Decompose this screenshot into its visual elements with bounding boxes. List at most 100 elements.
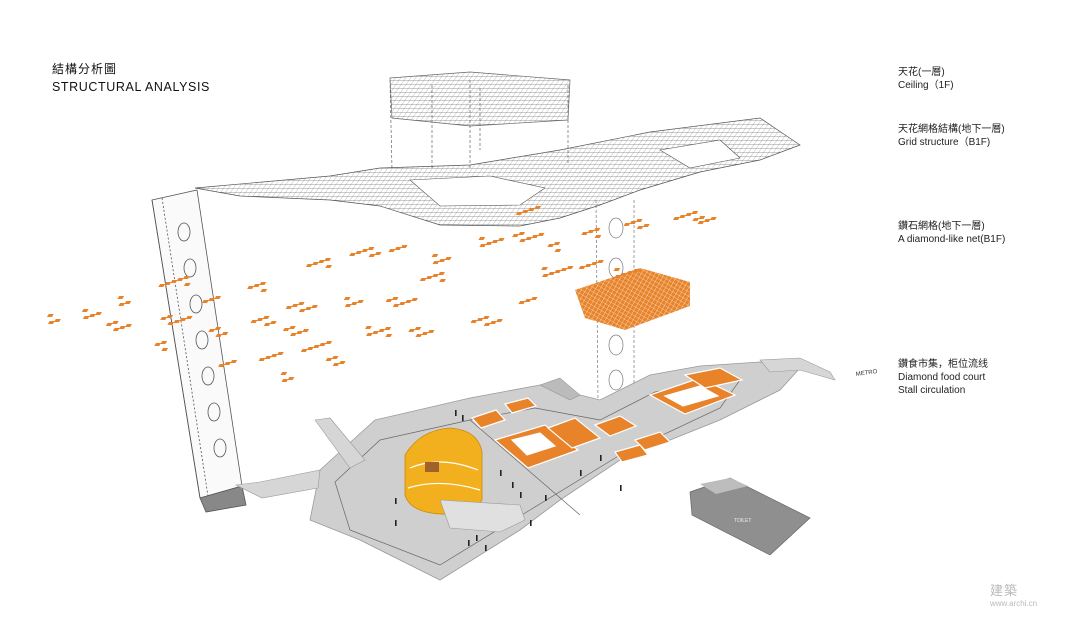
net-fragment	[182, 276, 190, 279]
net-fragment	[224, 362, 231, 365]
net-fragment	[119, 326, 126, 329]
watermark: 建築 www.archi.cn	[990, 580, 1037, 608]
net-fragment	[46, 314, 54, 317]
net-fragment	[325, 341, 333, 344]
person-figure	[600, 455, 602, 461]
net-fragment	[47, 321, 55, 324]
person-figure	[500, 470, 502, 476]
net-fragment	[415, 334, 423, 337]
net-fragment	[626, 271, 634, 274]
person-figure	[620, 485, 622, 491]
person-figure	[530, 520, 532, 526]
ceiling-1f	[389, 71, 571, 171]
net-fragment	[374, 252, 382, 255]
net-fragment	[593, 228, 601, 231]
net-fragment	[419, 278, 427, 281]
layer-label-zh: 鑽石網格(地下一層)	[898, 221, 985, 232]
net-fragment	[398, 302, 406, 305]
net-fragment	[476, 318, 484, 321]
net-fragment	[541, 267, 548, 270]
net-fragment	[357, 300, 364, 303]
person-figure	[455, 410, 457, 416]
net-fragment	[167, 322, 175, 325]
net-fragment	[491, 240, 499, 243]
column-structure	[151, 189, 247, 513]
net-fragment	[183, 283, 191, 286]
person-figure	[468, 540, 470, 546]
net-fragment	[298, 309, 306, 312]
net-fragment	[173, 320, 181, 323]
net-fragment	[530, 297, 538, 300]
net-fragment	[542, 274, 549, 277]
layer-label-zh: 天花(一層)	[898, 67, 945, 78]
net-fragment	[578, 266, 586, 269]
net-fragment	[496, 319, 503, 322]
net-fragment	[613, 268, 621, 271]
net-fragment	[438, 272, 445, 275]
net-fragment	[408, 329, 416, 332]
net-fragment	[161, 348, 169, 351]
net-fragment	[214, 296, 222, 299]
diagram-title: 結構分析圖 STRUCTURAL ANALYSIS	[52, 60, 210, 94]
net-fragment	[709, 217, 717, 220]
net-fragment	[432, 261, 440, 264]
net-fragment	[368, 254, 376, 257]
net-fragment	[581, 232, 589, 235]
net-fragment	[685, 213, 693, 216]
layer-label-food-court: 鑽食市集，柜位流线 Diamond food court Stall circu…	[898, 358, 988, 397]
net-fragment	[439, 279, 446, 282]
layer-label-diamond-net: 鑽石網格(地下一層) A diamond-like net(B1F)	[898, 220, 1005, 246]
net-fragment	[253, 284, 261, 287]
watermark-url: www.archi.cn	[990, 599, 1038, 608]
net-fragment	[325, 358, 333, 361]
net-fragment	[554, 249, 562, 252]
net-fragment	[256, 318, 264, 321]
net-fragment	[519, 239, 527, 242]
diamond-net-b1f	[487, 268, 690, 330]
net-fragment	[524, 299, 532, 302]
net-fragment	[623, 223, 631, 226]
net-fragment	[306, 347, 314, 350]
net-fragment	[525, 237, 533, 240]
net-fragment	[394, 247, 402, 250]
net-fragment	[614, 275, 622, 278]
net-fragment	[263, 323, 271, 326]
net-fragment	[111, 321, 119, 324]
net-fragment	[438, 259, 446, 262]
net-fragment	[262, 316, 270, 319]
net-fragment	[366, 333, 373, 336]
food-court-floor	[234, 357, 836, 581]
grid-structure-b1f	[194, 117, 801, 227]
net-fragment	[221, 332, 229, 335]
net-fragment	[384, 327, 392, 330]
net-fragment	[414, 327, 422, 330]
net-fragment	[349, 253, 356, 256]
title-chinese: 結構分析圖	[52, 62, 118, 76]
person-figure	[476, 535, 478, 541]
net-fragment	[597, 260, 604, 263]
net-fragment	[672, 217, 680, 220]
net-fragment	[594, 235, 602, 238]
net-fragment	[679, 215, 686, 218]
net-fragment	[300, 349, 308, 352]
net-fragment	[697, 221, 705, 224]
net-fragment	[483, 323, 491, 326]
net-fragment	[553, 242, 561, 245]
net-fragment	[560, 268, 568, 271]
net-fragment	[311, 305, 318, 308]
net-fragment	[632, 269, 640, 272]
net-fragment	[620, 273, 628, 276]
net-fragment	[124, 301, 132, 304]
net-fragment	[703, 219, 711, 222]
net-fragment	[125, 324, 132, 327]
net-fragment	[260, 289, 268, 292]
layer-label-en: A diamond-like net(B1F)	[898, 234, 1006, 245]
net-fragment	[385, 299, 393, 302]
metro-label: METRO	[855, 369, 878, 378]
net-fragment	[425, 276, 433, 279]
net-fragment	[302, 329, 310, 332]
net-fragment	[355, 251, 363, 254]
net-fragment	[365, 326, 372, 329]
net-fragment	[117, 296, 125, 299]
net-fragment	[164, 282, 172, 285]
